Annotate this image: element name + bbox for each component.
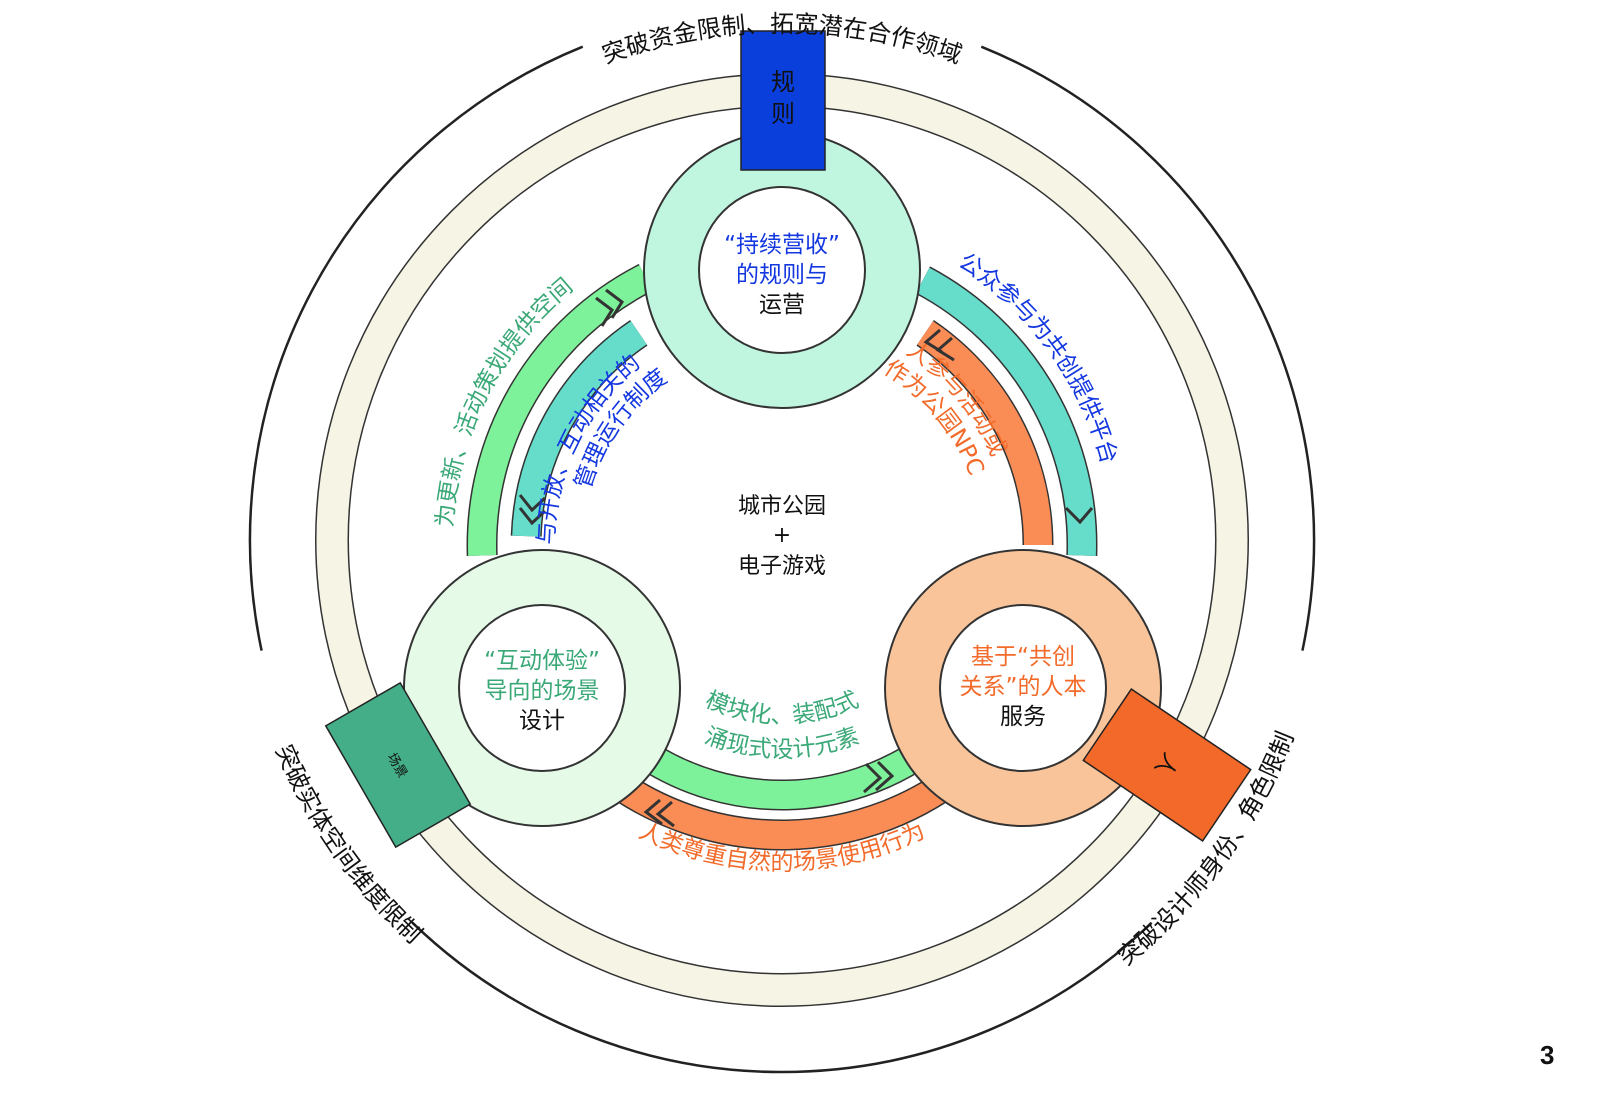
rules-box: 规 则 bbox=[740, 30, 826, 171]
chevron-icon bbox=[1064, 506, 1094, 525]
people-box: 人 bbox=[1082, 688, 1252, 842]
rules-box-line1: 规 bbox=[771, 68, 795, 96]
node-design-line1: “互动体验” bbox=[484, 648, 600, 674]
center-line2: + bbox=[773, 523, 791, 548]
node-service-line2: 关系”的人本 bbox=[960, 674, 1087, 700]
arc-label-bottom-inner-2: 涌现式设计元素 bbox=[701, 723, 862, 763]
chevron-icon bbox=[863, 762, 883, 794]
node-operations-line3: 运营 bbox=[759, 292, 805, 318]
node-design: “互动体验” 导向的场景 设计 bbox=[403, 549, 681, 827]
chevron-icon bbox=[935, 336, 955, 362]
node-operations: “持续营收” 的规则与 运营 bbox=[643, 131, 921, 409]
arc-label-bottom-inner-1: 模块化、装配式 bbox=[702, 687, 863, 729]
green-band-bottom bbox=[638, 738, 934, 810]
center-line1: 城市公园 bbox=[738, 494, 826, 519]
chevron-icon bbox=[595, 296, 615, 327]
page-number: 3 bbox=[1540, 1040, 1555, 1070]
outer-boundary-arcs bbox=[248, 45, 1316, 1074]
outer-arc-top-right bbox=[980, 45, 1316, 651]
node-operations-line1: “持续营收” bbox=[724, 232, 840, 258]
arc-label-bottom-inner-2-text: 涌现式设计元素 bbox=[701, 723, 862, 763]
outer-arc-bottom bbox=[411, 921, 1153, 1074]
teal-band-right bbox=[916, 267, 1096, 556]
node-service-line3: 服务 bbox=[1000, 704, 1046, 730]
chevron-icon bbox=[875, 760, 895, 792]
chevron-icon bbox=[518, 494, 547, 513]
chevron-icon bbox=[923, 328, 943, 354]
chevron-icon bbox=[518, 507, 547, 526]
node-design-line2: 导向的场景 bbox=[485, 678, 600, 704]
outer-arc-top-left bbox=[248, 45, 584, 651]
chevron-icon bbox=[655, 800, 675, 828]
node-service-line1: 基于“共创 bbox=[971, 644, 1075, 670]
green-band-left bbox=[468, 265, 653, 556]
orange-band-bottom bbox=[594, 756, 978, 849]
scene-box: 场景 bbox=[324, 681, 472, 849]
rules-box-line2: 则 bbox=[771, 100, 795, 128]
arc-label-bottom-inner-1-text: 模块化、装配式 bbox=[702, 687, 863, 729]
node-design-line3: 设计 bbox=[519, 708, 565, 734]
center-line3: 电子游戏 bbox=[738, 554, 826, 579]
node-operations-line2: 的规则与 bbox=[736, 262, 828, 288]
chevron-icon bbox=[605, 288, 625, 319]
flow-bands bbox=[466, 263, 1098, 851]
orange-band-right bbox=[917, 321, 1052, 546]
chevron-icon bbox=[643, 798, 663, 826]
chevron-arrows bbox=[518, 288, 1094, 828]
